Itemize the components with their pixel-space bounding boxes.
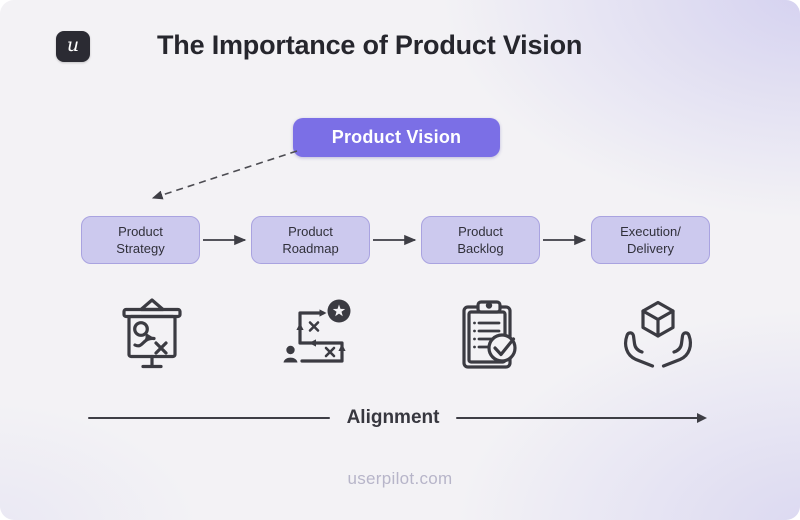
step-execution-delivery: Execution/ Delivery [591, 216, 710, 264]
vision-to-strategy-dashed-arrow [151, 150, 298, 200]
clipboard-check-icon [447, 294, 531, 378]
product-vision-box: Product Vision [293, 118, 500, 157]
alignment-line-left [88, 417, 330, 419]
hands-box-icon [616, 294, 700, 378]
step-label: Product Strategy [116, 224, 165, 256]
step-label: Product Backlog [457, 224, 504, 256]
userpilot-logo: u [56, 31, 90, 62]
alignment-label: Alignment [346, 407, 440, 428]
roadmap-path-icon [278, 294, 362, 378]
alignment-arrow-right [456, 413, 707, 423]
step-label: Execution/ Delivery [620, 224, 681, 256]
step-product-roadmap: Product Roadmap [251, 216, 370, 264]
strategy-board-icon [110, 294, 194, 378]
product-vision-label: Product Vision [331, 127, 462, 147]
site-url: userpilot.com [347, 469, 453, 488]
step-product-backlog: Product Backlog [421, 216, 540, 264]
logo-letter: u [66, 34, 80, 56]
page-title: The Importance of Product Vision [157, 30, 583, 60]
alignment-axis: Alignment [88, 407, 707, 429]
step-label: Product Roadmap [282, 224, 339, 256]
step-product-strategy: Product Strategy [81, 216, 200, 264]
